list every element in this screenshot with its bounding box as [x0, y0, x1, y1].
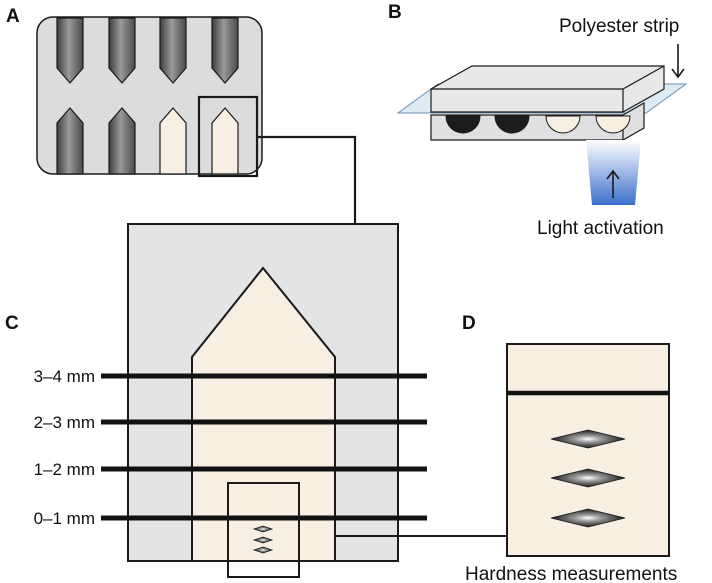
panel-b-letter: B: [388, 2, 402, 23]
hardness-caption: Hardness measurements: [465, 564, 677, 583]
connector-a-to-c: [257, 135, 357, 224]
mold-pin-top-1: [56, 17, 84, 84]
composite-specimen-2: [211, 107, 239, 175]
hardness-detail: [506, 343, 670, 557]
mold-pin-top-3: [159, 17, 187, 84]
light-beam: [586, 140, 641, 205]
depth-label-2-3: 2–3 mm: [34, 413, 95, 432]
panel-d-letter: D: [462, 313, 476, 334]
mold-tray: [36, 16, 263, 178]
hardness-indentation-2: [550, 468, 626, 488]
specimen-dark-2: [494, 115, 530, 134]
hardness-indentation-1: [550, 429, 626, 449]
depth-lines: [101, 373, 427, 521]
small-indentation-2: [252, 536, 274, 544]
depth-label-1-2: 1–2 mm: [34, 460, 95, 479]
light-activation-label: Light activation: [537, 218, 664, 239]
depth-label-0-1: 0–1 mm: [34, 509, 95, 528]
depth-label-3-4: 3–4 mm: [34, 367, 95, 386]
strip-arrow: [671, 44, 685, 79]
mold-pin-top-2: [108, 17, 136, 84]
small-indentation-3: [252, 546, 274, 554]
curing-assembly: [396, 65, 688, 141]
mold-pin-top-4: [211, 17, 239, 84]
mold-pin-bottom-1: [56, 107, 84, 175]
panel-a-letter: A: [6, 6, 20, 27]
specimen-cross-section: [127, 223, 399, 562]
specimen-dark-1: [445, 115, 481, 134]
small-indentation-1: [252, 525, 274, 533]
panel-c-letter: C: [5, 313, 19, 334]
zoom-box-c: [227, 482, 300, 578]
specimen-light-2: [595, 115, 631, 134]
hardness-indentation-3: [550, 508, 626, 528]
composite-specimen-1: [159, 107, 187, 175]
polyester-strip-label: Polyester strip: [559, 16, 679, 37]
mold-pin-bottom-2: [108, 107, 136, 175]
specimen-light-1: [545, 115, 581, 134]
